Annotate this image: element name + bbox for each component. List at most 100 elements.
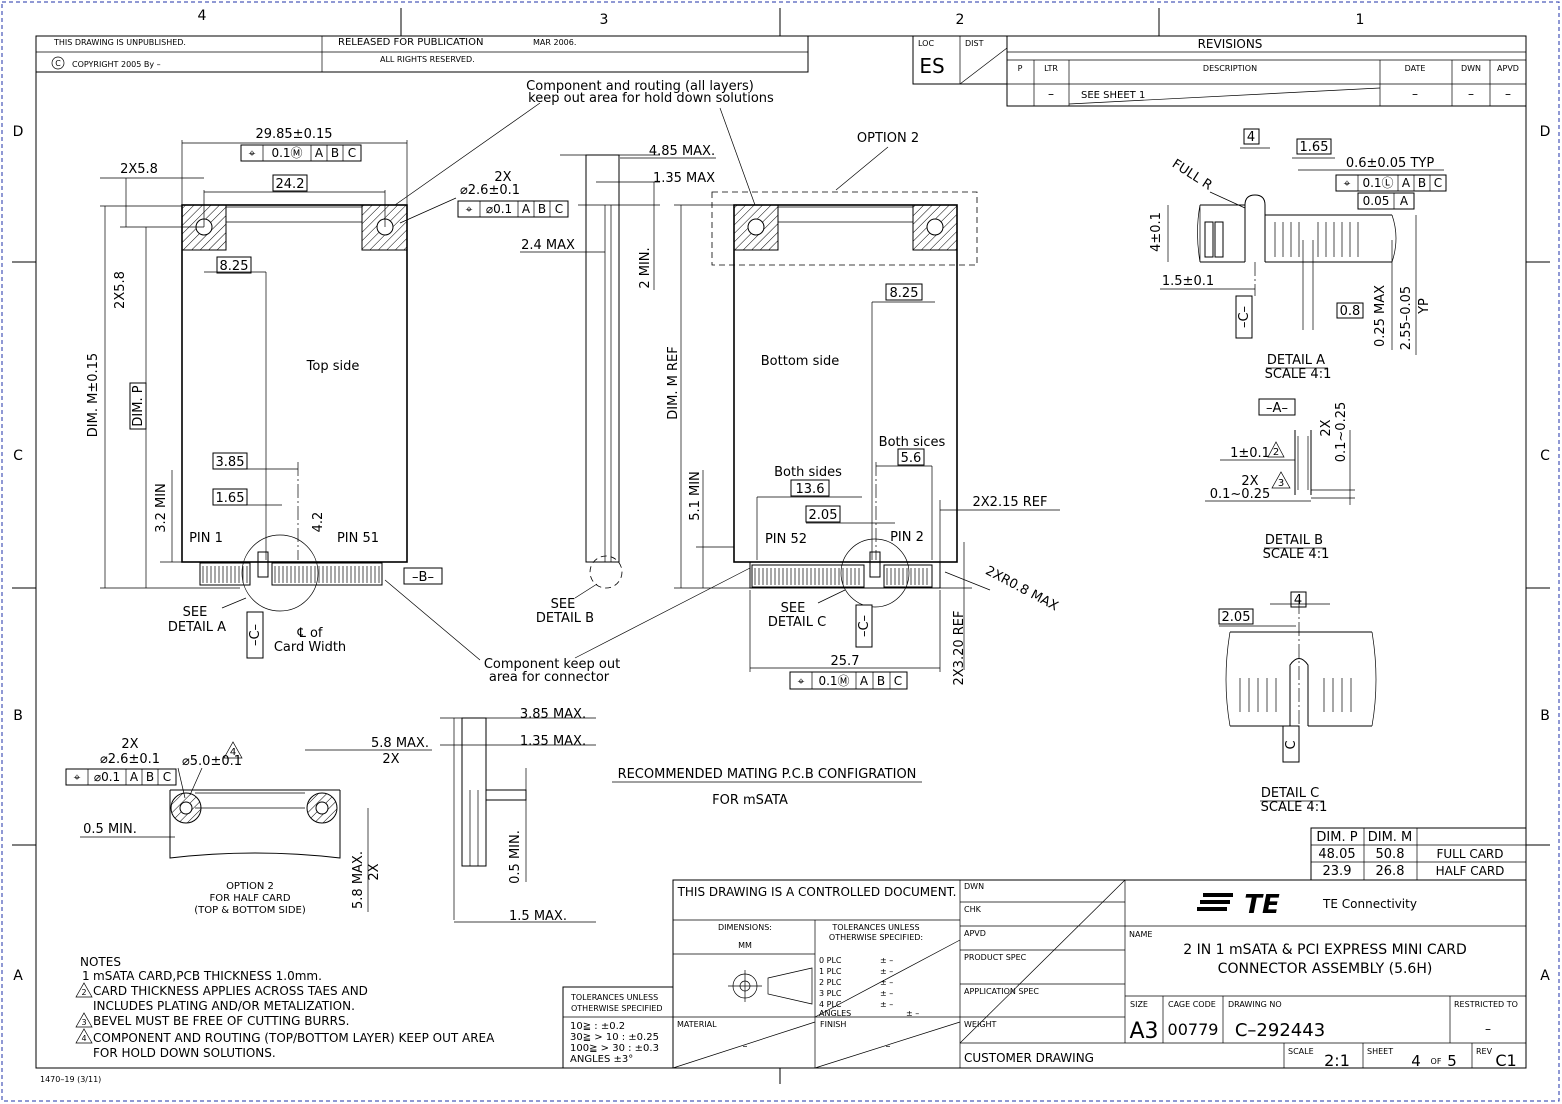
svg-text:⌀0.1: ⌀0.1 [486, 202, 512, 216]
svg-text:DRAWING NO: DRAWING NO [1228, 1000, 1282, 1009]
svg-text:FULL CARD: FULL CARD [1436, 847, 1503, 861]
svg-text:1 PLC: 1 PLC [819, 967, 842, 976]
svg-text:0.8: 0.8 [1340, 304, 1361, 319]
sheet-number: 4 [1411, 1052, 1421, 1070]
svg-text:MATERIAL: MATERIAL [677, 1020, 717, 1029]
zone-top-3: 3 [600, 12, 609, 28]
svg-text:DWN: DWN [964, 882, 984, 891]
svg-text:0.1~0.25: 0.1~0.25 [1210, 487, 1271, 502]
svg-text:C: C [894, 674, 902, 688]
top-dim-2x58-a: 2X5.8 [120, 162, 158, 177]
rights-text: ALL RIGHTS RESERVED. [380, 55, 475, 64]
svg-text:C: C [555, 202, 563, 216]
copyright-icon [51, 56, 65, 70]
svg-text:TOLERANCES UNLESS: TOLERANCES UNLESS [570, 993, 658, 1002]
detail-c-circle [840, 538, 910, 608]
bot-dim-2xr08: 2XR0.8 MAX [983, 564, 1061, 615]
svg-text:5.8 MAX.: 5.8 MAX. [351, 851, 366, 909]
svg-text:2X: 2X [367, 863, 382, 880]
rev-col-ltr: LTR [1044, 64, 1058, 73]
svg-text:⌀2.6±0.1: ⌀2.6±0.1 [100, 752, 160, 767]
svg-text:⌖: ⌖ [798, 674, 805, 688]
top-dim-2x58-b: 2X5.8 [113, 271, 128, 309]
svg-text:TE: TE [1244, 890, 1280, 920]
see-detail-a-2: DETAIL A [168, 620, 226, 635]
bottom-side-label: Bottom side [761, 354, 839, 369]
option2-label: OPTION 2 [857, 131, 919, 146]
zone-left-b: B [13, 708, 23, 724]
recommended-caption: RECOMMENDED MATING P.C.B CONFIGRATION FO… [612, 767, 922, 808]
svg-text:50.8: 50.8 [1376, 847, 1405, 862]
zone-right-a: A [1540, 968, 1550, 984]
svg-text:WEIGHT: WEIGHT [964, 1020, 997, 1029]
svg-text:SCALE 4:1: SCALE 4:1 [1261, 800, 1328, 815]
svg-text:Component keep out: Component keep out [484, 657, 620, 672]
bot-dim-51min: 5.1 MIN [688, 471, 703, 521]
detail-a: 4 1.65 0.6±0.05 TYP ⌖ 0.1Ⓛ A B C 0.05 A … [1149, 128, 1447, 382]
side-dim-24: 2.4 MAX [521, 238, 575, 253]
dim-table: DIM. P DIM. M 48.05 50.8 FULL CARD 23.9 … [1310, 827, 1527, 881]
unpublished-text: THIS DRAWING IS UNPUBLISHED. [53, 38, 186, 47]
pin51-label: PIN 51 [337, 531, 379, 546]
svg-text:FOR HALF CARD: FOR HALF CARD [209, 893, 290, 904]
zone-top-2: 2 [956, 12, 965, 28]
svg-text:SIZE: SIZE [1130, 1000, 1148, 1009]
released-text: RELEASED FOR PUBLICATION [338, 37, 483, 48]
drawing-number: C–292443 [1235, 1020, 1325, 1041]
svg-text:NOTES: NOTES [80, 955, 121, 969]
side-dim-485: 4.85 MAX. [649, 144, 715, 159]
svg-text:± –: ± – [880, 956, 893, 965]
cl-card-width: ℄ of [296, 626, 322, 641]
svg-text:DETAIL C: DETAIL C [1261, 786, 1319, 801]
bot-dim-205: 2.05 [809, 508, 838, 523]
svg-text:OF: OF [1431, 1057, 1442, 1066]
svg-text:CAGE CODE: CAGE CODE [1168, 1000, 1216, 1009]
svg-text:⌖: ⌖ [1344, 176, 1351, 190]
svg-text:0.25 MAX: 0.25 MAX [1373, 285, 1388, 347]
top-dim-m: DIM. M±0.15 [86, 353, 101, 437]
svg-text:DIM. M: DIM. M [1368, 830, 1413, 845]
svg-text:APVD: APVD [964, 929, 986, 938]
svg-text:0.05: 0.05 [1363, 194, 1390, 208]
detail-a-circle [241, 534, 319, 612]
svg-text:± –: ± – [880, 967, 893, 976]
svg-text:NAME: NAME [1129, 930, 1152, 939]
header-block: THIS DRAWING IS UNPUBLISHED. RELEASED FO… [35, 35, 809, 73]
top-side-view: 29.85±0.15 ⌖ 0.1Ⓜ A B C 24.2 2X5.8 2X5.8… [86, 127, 569, 659]
side-dim-2min: 2 MIN. [638, 247, 653, 288]
loc-value: ES [919, 54, 944, 78]
bottom-fcf: ⌖ 0.1Ⓜ A B C [789, 671, 908, 690]
pin1-label: PIN 1 [189, 531, 223, 546]
svg-text:30≧ > 10 : ±0.25: 30≧ > 10 : ±0.25 [570, 1032, 659, 1043]
rev-col-dwn: DWN [1461, 64, 1481, 73]
svg-text:1.5 MAX.: 1.5 MAX. [509, 909, 567, 924]
svg-text:RESTRICTED TO: RESTRICTED TO [1454, 1000, 1518, 1009]
svg-text:4: 4 [230, 747, 236, 758]
svg-text:MM: MM [738, 941, 752, 950]
zone-right-b: B [1540, 708, 1550, 724]
tolerance-block: TOLERANCES UNLESS OTHERWISE SPECIFIED 10… [562, 986, 674, 1069]
zone-top-1: 1 [1356, 12, 1365, 28]
svg-text:26.8: 26.8 [1376, 864, 1405, 879]
svg-text:YP: YP [1417, 298, 1432, 315]
svg-text:TOLERANCES UNLESS: TOLERANCES UNLESS [831, 923, 919, 932]
bottom-side-view: OPTION 2 Bottom side 8.25 DIM. M REF 5.1… [666, 131, 1061, 690]
customer-drawing-label: CUSTOMER DRAWING [964, 1051, 1094, 1065]
svg-text:SHEET: SHEET [1367, 1047, 1393, 1056]
svg-text:FOR HOLD DOWN SOLUTIONS.: FOR HOLD DOWN SOLUTIONS. [93, 1046, 276, 1060]
svg-text:A: A [860, 674, 869, 688]
revisions-title: REVISIONS [1198, 37, 1263, 51]
svg-text:HALF CARD: HALF CARD [1436, 864, 1505, 878]
svg-text:FOR mSATA: FOR mSATA [712, 793, 788, 808]
svg-text:1.35 MAX.: 1.35 MAX. [520, 734, 586, 749]
svg-text:0.1Ⓜ: 0.1Ⓜ [271, 146, 302, 160]
see-detail-c-2: DETAIL C [768, 615, 826, 630]
bot-dim-825: 8.25 [890, 286, 919, 301]
svg-text:2X: 2X [1241, 474, 1258, 489]
te-logo: TE [1197, 890, 1280, 920]
svg-text:3: 3 [81, 1018, 86, 1027]
both-sides-1: Both sides [774, 465, 842, 480]
top-dim-165: 1.65 [216, 491, 245, 506]
svg-text:APPLICATION SPEC: APPLICATION SPEC [964, 987, 1039, 996]
